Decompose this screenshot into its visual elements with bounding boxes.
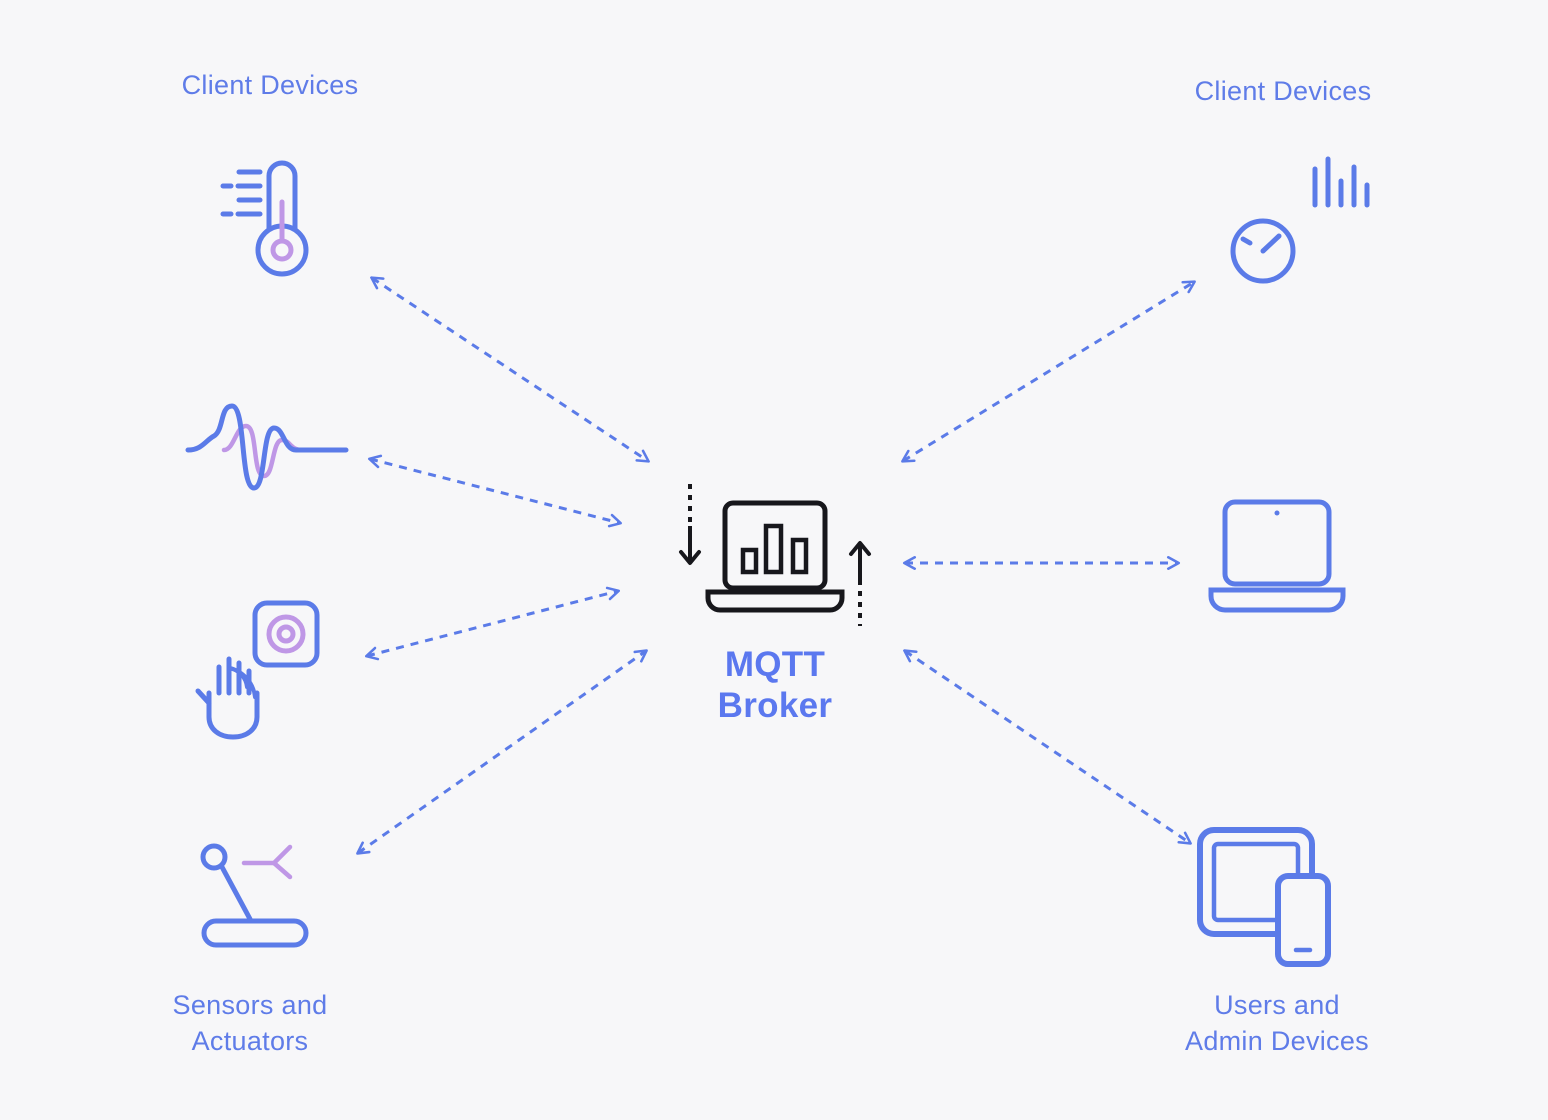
joystick-icon <box>178 815 338 975</box>
label-sensors-actuators-line2: Actuators <box>191 1025 309 1056</box>
label-sensors-actuators: Sensors and Actuators <box>130 988 370 1059</box>
edge-button-broker <box>364 586 621 661</box>
label-client-devices-left: Client Devices <box>181 70 359 100</box>
laptop-icon <box>1197 492 1357 632</box>
waveform-icon <box>182 392 352 502</box>
edge-thermometer-broker <box>370 276 650 463</box>
label-sensors-actuators-line1: Sensors and <box>172 990 328 1020</box>
label-users-admin-line1: Users and <box>1214 990 1340 1020</box>
edge-tablet-broker <box>903 649 1192 845</box>
label-users-admin: Users and Admin Devices <box>1140 988 1414 1059</box>
gauge-bars-icon <box>1215 155 1385 305</box>
label-broker: Broker <box>717 685 833 725</box>
label-mqtt-broker: MQTT Broker <box>650 645 900 727</box>
edge-waveform-broker <box>367 454 623 528</box>
edge-actuator-broker <box>356 649 648 855</box>
inbound-arrow <box>679 484 701 565</box>
label-client-devices-right: Client Devices <box>1194 76 1372 106</box>
label-mqtt: MQTT <box>724 645 826 684</box>
edge-gauge-broker <box>901 280 1196 463</box>
outbound-arrow <box>849 541 871 626</box>
hand-button-icon <box>185 595 345 755</box>
tablet-phone-icon <box>1192 818 1362 978</box>
thermometer-icon <box>205 150 355 300</box>
broker-laptop-chart-icon <box>650 468 900 638</box>
label-users-admin-line2: Admin Devices <box>1185 1025 1369 1056</box>
